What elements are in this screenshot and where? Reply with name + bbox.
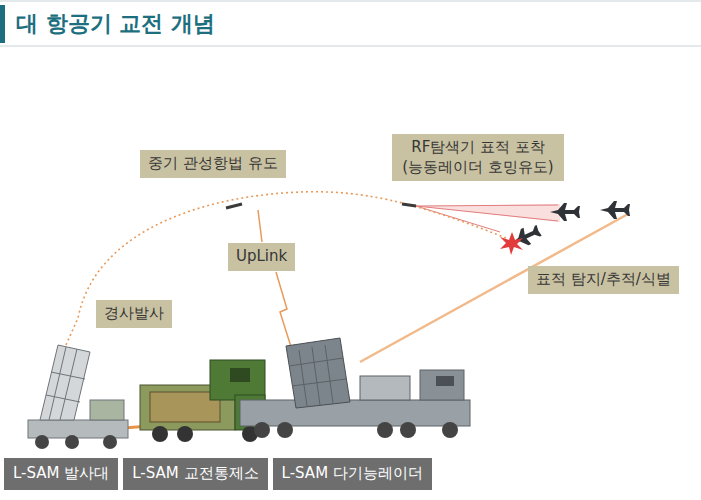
callout-box: 표적 탐지/추적/식별 bbox=[528, 266, 679, 294]
seeker-line bbox=[416, 206, 558, 221]
box-text: UpLink bbox=[236, 247, 287, 267]
component-label-box: L-SAM 발사대 bbox=[4, 458, 118, 490]
seeker-line bbox=[416, 206, 500, 232]
component-label-box: L-SAM 교전통제소 bbox=[123, 458, 267, 490]
missile-icon bbox=[226, 204, 242, 208]
diagram-title: 대 항공기 교전 개념 bbox=[16, 9, 215, 39]
launcher-vehicle bbox=[28, 345, 128, 449]
box-text: 표적 탐지/추적/식별 bbox=[536, 270, 671, 290]
trajectory-arc bbox=[66, 192, 506, 345]
callout-box: RF탐색기 표적 포착 (능동레이더 호밍유도) bbox=[392, 134, 564, 181]
box-text: L-SAM 발사대 bbox=[13, 464, 109, 484]
box-text: RF탐색기 표적 포착 (능동레이더 호밍유도) bbox=[400, 138, 556, 177]
box-text: L-SAM 다기능레이더 bbox=[282, 464, 423, 484]
header-rule bbox=[0, 46, 701, 47]
callout-box: 경사발사 bbox=[96, 300, 172, 328]
component-label-box: L-SAM 다기능레이더 bbox=[273, 458, 432, 490]
box-text: 경사발사 bbox=[104, 304, 164, 324]
radar-vehicle bbox=[240, 338, 470, 438]
explosion-icon bbox=[500, 232, 523, 255]
aircraft-icon bbox=[550, 203, 580, 221]
callout-box: 중기 관성항법 유도 bbox=[140, 150, 286, 178]
seeker-line bbox=[416, 205, 558, 206]
header-bar bbox=[0, 5, 5, 43]
callout-box: UpLink bbox=[228, 243, 295, 271]
missile-icon bbox=[402, 204, 416, 206]
uplink-signal bbox=[258, 210, 292, 350]
aircraft-icon bbox=[600, 201, 630, 219]
box-text: L-SAM 교전통제소 bbox=[132, 464, 258, 484]
header-rule bbox=[0, 1, 701, 2]
box-text: 중기 관성항법 유도 bbox=[148, 154, 278, 174]
